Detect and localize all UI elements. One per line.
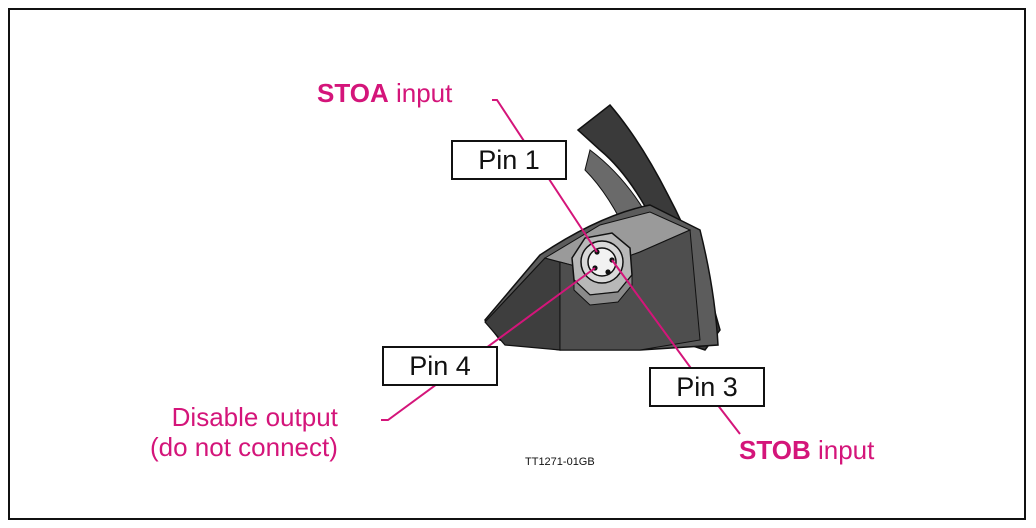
stob-leader (611, 259, 741, 435)
stob-input-label: STOB input (739, 435, 875, 466)
pin-1-box: Pin 1 (451, 140, 567, 180)
stoa-label-rest: input (388, 78, 453, 108)
disable-output-label: Disable output (do not connect) (150, 402, 338, 463)
stoa-leader (492, 99, 598, 253)
disable-output-line1: Disable output (171, 402, 338, 432)
pin-4-box: Pin 4 (382, 346, 498, 386)
stoa-input-label: STOA input (317, 78, 453, 109)
pin-2-contact (605, 269, 611, 275)
disable-leader (381, 267, 596, 421)
connector-nut-side (573, 273, 633, 306)
stob-label-bold: STOB (739, 435, 811, 465)
pin-3-box: Pin 3 (649, 367, 765, 407)
disable-output-line2: (do not connect) (150, 431, 338, 462)
diagram-frame (8, 8, 1026, 520)
figure-reference: TT1271-01GB (525, 456, 595, 468)
stob-label-rest: input (810, 435, 875, 465)
stoa-label-bold: STOA (317, 78, 389, 108)
